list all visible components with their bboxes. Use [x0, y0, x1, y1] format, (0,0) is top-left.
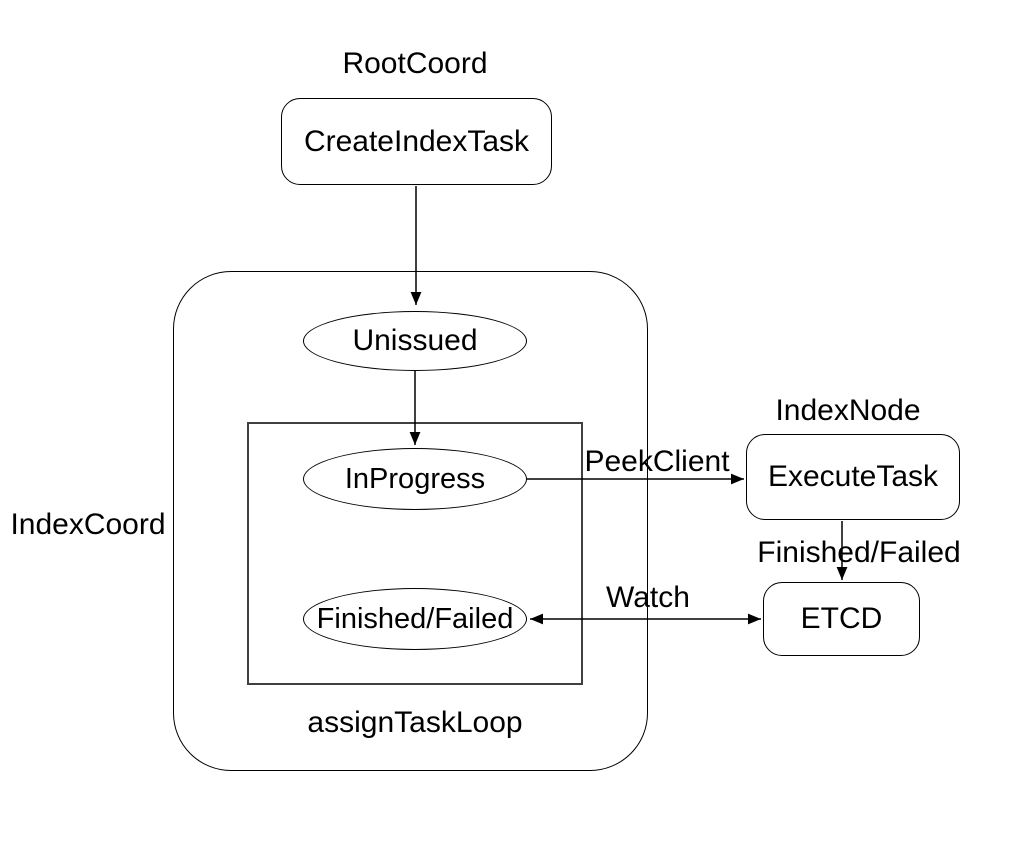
peekclient-edge-label: PeekClient: [584, 445, 730, 478]
assigntaskloop-group-label: assignTaskLoop: [307, 706, 523, 739]
etcd-node: ETCD: [763, 582, 920, 656]
indexnode-group-label: IndexNode: [775, 394, 921, 427]
finishedfailed-edge-label: Finished/Failed: [757, 536, 961, 569]
executetask-node: ExecuteTask: [746, 434, 960, 520]
watch-edge-label: Watch: [606, 581, 690, 614]
indexcoord-group-box: [173, 271, 648, 771]
indexcoord-group-label: IndexCoord: [10, 508, 166, 541]
createindextask-node: CreateIndexTask: [281, 98, 552, 185]
unissued-state-node: Unissued: [303, 311, 527, 371]
rootcoord-group-label: RootCoord: [342, 47, 488, 80]
inprogress-state-node: InProgress: [303, 448, 527, 510]
finishedfailed-state-node: Finished/Failed: [303, 588, 527, 650]
